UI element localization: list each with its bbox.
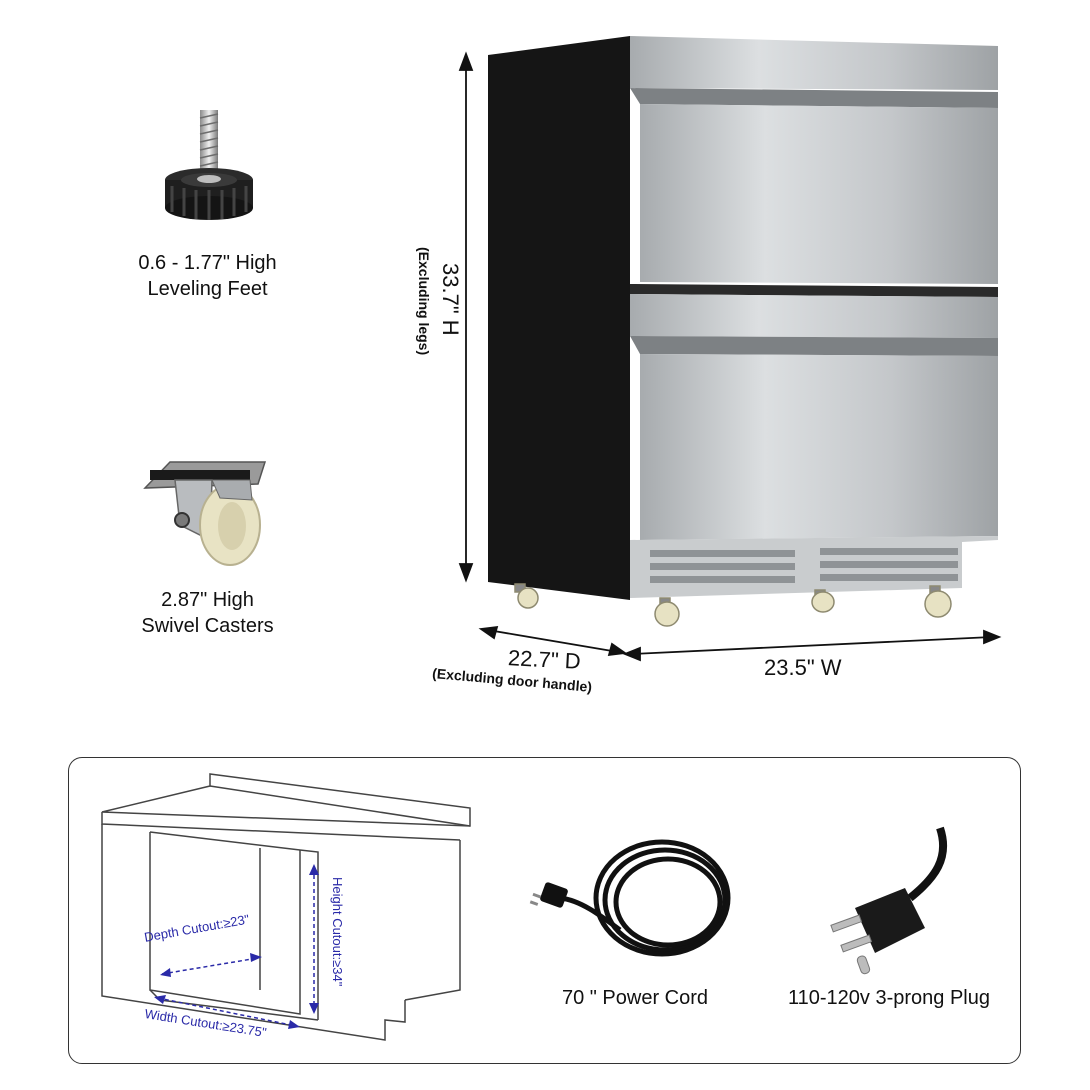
power-cord-icon <box>529 839 731 957</box>
swivel-casters-line1: 2.87" High <box>161 589 254 611</box>
leveling-feet-caption: 0.6 - 1.77" High Leveling Feet <box>100 250 315 302</box>
width-dimension-label: 23.5" W <box>764 655 842 680</box>
leveling-feet-line1: 0.6 - 1.77" High <box>138 252 277 274</box>
three-prong-plug-icon <box>830 826 948 975</box>
leveling-feet-line2: Leveling Feet <box>147 278 268 300</box>
power-cord-caption: 70 " Power Cord <box>561 987 709 1009</box>
caster-wheel-icon <box>143 461 267 566</box>
leveling-foot-icon <box>165 110 253 220</box>
swivel-casters-line2: Swivel Casters <box>141 615 274 637</box>
height-cutout-label: Height Cutout:≥34" <box>330 877 345 987</box>
installation-info-panel <box>68 757 1021 1064</box>
plug-caption: 110-120v 3-prong Plug <box>788 987 990 1009</box>
swivel-casters-caption: 2.87" High Swivel Casters <box>100 587 315 639</box>
